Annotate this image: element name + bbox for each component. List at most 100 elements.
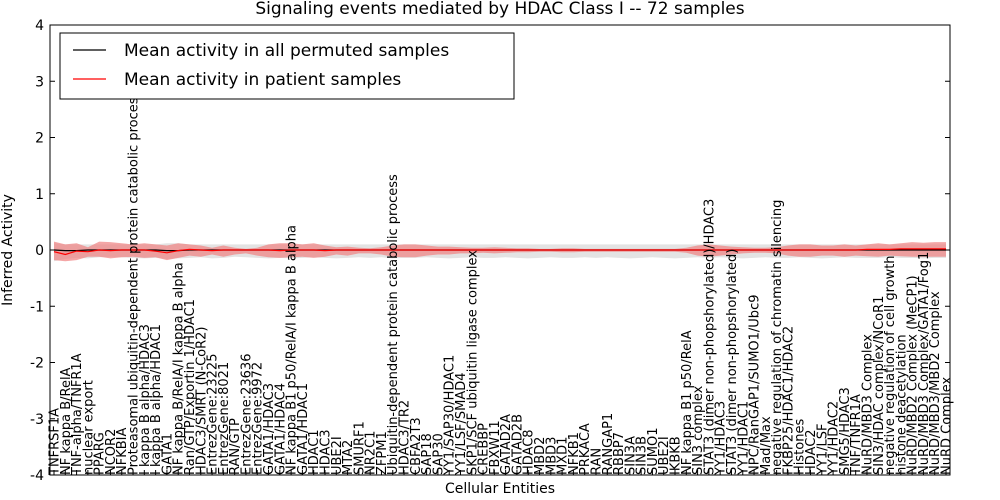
x-tick-label: I kappa B alpha/HDAC3 — [138, 324, 153, 475]
x-tick-label: SMG5/HDAC3 — [838, 387, 853, 475]
x-tick-label: STAT3 (dimer non-phopshorylated)/HDAC3 — [702, 199, 717, 475]
x-tick-label: SIN3 complex — [691, 385, 706, 475]
y-axis-label: Inferred Activity — [0, 194, 16, 306]
x-tick-label: NR2C1 — [364, 431, 379, 475]
x-tick-label: NuRD/MBD3/MBD2 Complex — [928, 291, 943, 475]
x-tick-label: NPC/RanGAP1/SUMO1/Ubc9 — [748, 295, 763, 475]
x-tick-label: NuRD/MBD3 Complex — [861, 334, 876, 475]
x-tick-label: HDAC1 — [307, 429, 322, 475]
x-tick-label: SIN3/HDAC complex/NCoR1 — [872, 296, 887, 475]
patient-mean-line — [53, 248, 946, 256]
x-tick-label: HDAC8 — [522, 429, 537, 475]
x-tick-label: YY1/LSF/SMAD4 — [454, 372, 469, 476]
x-tick-label: YY1/HDAC2 — [827, 401, 842, 476]
x-tick-label: YY1/SAP30/HDAC1 — [443, 355, 458, 476]
x-tick-label: SMURF1 — [352, 421, 367, 475]
y-tick-label: -2 — [30, 356, 44, 372]
x-tick-label: NF kappa B/RelA/I kappa B alpha — [172, 262, 187, 475]
x-tick-label: GATA1 — [160, 433, 175, 475]
x-tick-label: PRKACA — [578, 423, 593, 475]
x-tick-label: TNF-alpha/TNFR1A — [70, 353, 85, 476]
x-tick-label: IKBKB — [669, 436, 684, 475]
x-tick-label: HDAC3/TR2 — [398, 400, 413, 475]
x-tick-label: HDAC2 — [804, 429, 819, 475]
x-tick-label: NuRD Complex — [940, 377, 955, 475]
x-tick-label: HDAC3/SMRT (N-CoR2) — [194, 327, 209, 475]
y-tick-label: -4 — [30, 468, 44, 484]
x-tick-label: MBD2 — [533, 437, 548, 475]
legend-label-permuted: Mean activity in all permuted samples — [124, 41, 449, 61]
y-tick-label: 4 — [35, 18, 44, 34]
x-tick-label: histone deacetylation — [894, 334, 909, 475]
patient-band — [54, 241, 946, 262]
x-tick-label: RAN/GTP — [228, 418, 243, 475]
x-tick-label: NCOR2 — [104, 429, 119, 475]
x-tick-label: YY1/HDAC3 — [714, 401, 729, 476]
x-tick-label: Mad/Max — [759, 416, 774, 475]
x-tick-label: GATA1/HDAC4 — [273, 383, 288, 475]
x-tick-label: TNF/TNFR1A — [849, 394, 864, 476]
x-tick-label: SAP18 — [420, 433, 435, 475]
x-tick-label: FBXW11 — [488, 420, 503, 475]
x-tick-label: RANGAP1 — [601, 413, 616, 475]
x-tick-label: RBBP7 — [612, 432, 627, 475]
x-tick-label: TNFRSF1A — [48, 408, 63, 476]
x-tick-label: GATA1/HDAC3 — [262, 383, 277, 475]
x-axis-label: Cellular Entities — [445, 481, 555, 497]
chart-title: Signaling events mediated by HDAC Class … — [255, 0, 744, 19]
legend-box — [59, 32, 515, 100]
x-tick-label: Proteasomal ubiquitin-dependent protein … — [127, 90, 142, 475]
x-tick-label: UBE2I — [330, 436, 345, 475]
x-tick-label: EntrezGene:8021 — [217, 362, 232, 475]
x-tick-label: CBFA2T3 — [409, 417, 424, 475]
x-tick-label: negative regulation of cell growth — [883, 255, 898, 475]
y-tick-label: 1 — [35, 187, 44, 203]
x-tick-label: NF kappa B/RelA — [59, 367, 74, 475]
x-tick-label: MXD1 — [556, 437, 571, 475]
x-tick-label: GATAD2B — [510, 414, 525, 475]
plot-area — [53, 241, 946, 262]
y-tick-label: 2 — [35, 131, 44, 147]
x-tick-label: nuclear export — [81, 380, 96, 475]
legend: Mean activity in all permuted samples Me… — [59, 32, 515, 100]
x-tick-label: YY1/HDAC1 — [736, 401, 751, 476]
y-tick-label: 0 — [35, 243, 44, 259]
x-tick-label: I kappa B alpha/HDAC1 — [149, 324, 164, 475]
x-tick-label: HDAC3 — [319, 429, 334, 475]
x-tick-label: MBD3 — [544, 437, 559, 475]
x-tick-label: negative regulation of chromatin silenci… — [770, 200, 785, 475]
x-tick-label: SUMO1 — [646, 428, 661, 476]
x-tick-label: EntrezGene:23225 — [206, 354, 221, 475]
x-tick-label: RAN — [590, 448, 605, 475]
x-tick-label: NuRD/MBD3 Complex/GATA1/Fog1 — [917, 252, 932, 475]
x-tick-label: NF kappa B1 p50/RelA — [680, 330, 695, 475]
x-tick-label: SKP1/SCF ubiquitin ligase complex — [465, 250, 480, 475]
x-tick-label: FKBP25/HDAC1/HDAC2 — [781, 326, 796, 475]
y-tick-label: -1 — [30, 299, 44, 315]
x-tick-label: STAT3 (dimer non-phopshorylated) — [725, 249, 740, 475]
x-tick-label: Histones — [793, 419, 808, 475]
legend-label-patient: Mean activity in patient samples — [124, 70, 401, 90]
x-tick-label: NFKBIA — [115, 428, 130, 475]
x-tick-label: UBE2I — [657, 436, 672, 475]
x-tick-label: MTA2 — [341, 440, 356, 475]
x-tick-label: SAP30 — [431, 433, 446, 475]
x-tick-label: GATAD2A — [499, 414, 514, 475]
x-tick-label: NFKB1 — [567, 432, 582, 475]
y-tick-label: -3 — [30, 412, 44, 428]
x-tick-label: ZFPM1 — [375, 431, 390, 475]
x-tick-label: PPARG — [93, 432, 108, 475]
y-tick-label: 3 — [35, 74, 44, 90]
x-tick-label: SIN3A — [623, 436, 638, 475]
x-tick-label: NuRD/MBD2 Complex (MeCP1) — [906, 275, 921, 475]
x-tick-label: GATA1/HDAC1 — [296, 383, 311, 475]
x-tick-label: EntrezGene:9972 — [251, 362, 266, 475]
x-tick-label: NF kappa B1 p50/RelA/I kappa B alpha — [285, 225, 300, 475]
x-tick-label: YY1/LSF — [815, 423, 830, 476]
x-tick-label: EntrezGene:23636 — [239, 354, 254, 475]
x-tick-label: CREBBP — [477, 423, 492, 475]
x-tick-label: Ran/GTP/Exportin 1/HDAC1 — [183, 299, 198, 475]
x-tick-label: SIN3B — [635, 436, 650, 475]
